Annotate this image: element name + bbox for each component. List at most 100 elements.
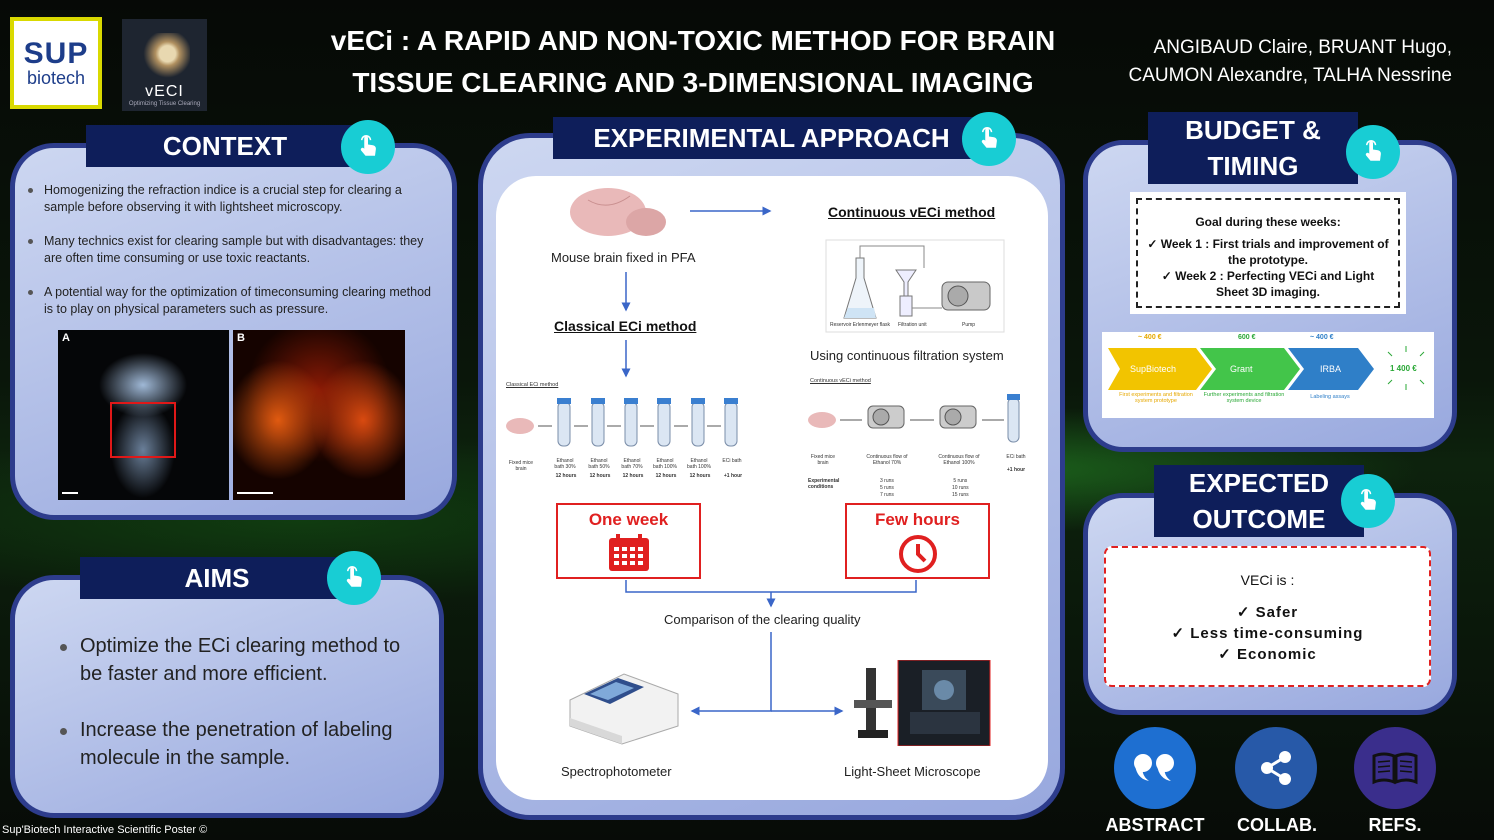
- authors-line1: ANGIBAUD Claire, BRUANT Hugo,: [1153, 37, 1452, 58]
- context-bullet: Many technics exist for clearing sample …: [16, 233, 436, 267]
- budget-header: BUDGET & TIMING: [1148, 112, 1358, 184]
- image-a-label: A: [62, 332, 70, 344]
- veci-logo-name: vECI: [145, 83, 184, 100]
- outcome-item: ✓ Economic: [1218, 646, 1317, 663]
- experimental-card: Mouse brain fixed in PFA Classical ECi m…: [496, 176, 1048, 800]
- classical-steps-illustration: [506, 398, 738, 447]
- footer-credit: Sup'Biotech Interactive Scientific Poste…: [2, 824, 208, 836]
- goal-week1: ✓ Week 1 : First trials and improvement …: [1147, 237, 1389, 267]
- brain-image-a: A: [58, 330, 229, 500]
- refs-button[interactable]: [1354, 727, 1436, 809]
- classical-step-label: ECi bath: [722, 458, 742, 464]
- timing-goals-inner: Goal during these weeks: ✓ Week 1 : Firs…: [1136, 198, 1400, 308]
- brain-image-b: B: [233, 330, 405, 500]
- comparison-caption: Comparison of the clearing quality: [664, 612, 861, 627]
- abstract-button[interactable]: [1114, 727, 1196, 809]
- budget-source-note: First experiments and filtration system …: [1119, 392, 1193, 404]
- outcome-interactive-button[interactable]: [1341, 474, 1395, 528]
- condition-value: 5 runs: [880, 485, 894, 491]
- classical-step-time: 12 hours: [622, 473, 644, 479]
- collab-button[interactable]: [1235, 727, 1317, 809]
- light-sheet-microscope-illustration: [854, 660, 991, 746]
- classical-step-time: 12 hours: [689, 473, 711, 479]
- logo-line2: biotech: [26, 68, 86, 88]
- spectrophotometer-caption: Spectrophotometer: [561, 764, 672, 779]
- aims-bullets: Optimize the ECi clearing method to be f…: [52, 632, 422, 800]
- continuous-steps-illustration: [808, 394, 1020, 443]
- authors: ANGIBAUD Claire, BRUANT Hugo, CAUMON Ale…: [1090, 34, 1452, 90]
- classical-step-time: 12 hours: [589, 473, 611, 479]
- classical-step-label: Fixed mice brain: [508, 460, 534, 472]
- outcome-item: ✓ Less time-consuming: [1171, 625, 1364, 642]
- budget-source-name: SupBiotech: [1130, 364, 1177, 374]
- budget-interactive-button[interactable]: [1346, 125, 1400, 179]
- budget-source-note: Labeling assays: [1310, 394, 1350, 400]
- continuous-step-label: Fixed mice brain: [810, 454, 836, 466]
- continuous-method-title: Continuous vECi method: [828, 204, 996, 220]
- mouse-brain-caption: Mouse brain fixed in PFA: [551, 250, 696, 265]
- roi-box: [110, 402, 176, 458]
- mouse-brain-illustration: [570, 188, 666, 236]
- context-bullet: A potential way for the optimization of …: [16, 284, 436, 318]
- experimental-header: EXPERIMENTAL APPROACH: [553, 117, 990, 159]
- flow-connectors: [621, 206, 917, 716]
- budget-total: 1 400 €: [1390, 364, 1417, 373]
- condition-value: 15 runs: [952, 492, 969, 498]
- collab-label[interactable]: COLLAB.: [1237, 815, 1317, 835]
- aims-bullet: Increase the penetration of labeling mol…: [52, 716, 422, 772]
- hand-pointer-icon: [360, 134, 376, 156]
- book-icon: [1372, 752, 1418, 785]
- logo-line1: SUP: [23, 37, 89, 70]
- context-bullet: Homogenizing the refraction indice is a …: [16, 182, 436, 216]
- budget-amount: 600 €: [1238, 334, 1256, 341]
- classical-step-time: 12 hours: [555, 473, 577, 479]
- continuous-small-title: Continuous vECi method: [810, 378, 871, 384]
- classical-step-label: Ethanol bath 50%: [588, 458, 610, 470]
- condition-value: 3 runs: [880, 478, 894, 484]
- outcome-list: ✓ Safer ✓ Less time-consuming ✓ Economic: [1106, 602, 1429, 665]
- classical-step-label: Ethanol bath 100%: [653, 458, 677, 470]
- context-header: CONTEXT: [86, 125, 364, 167]
- supbiotech-logo: SUP biotech: [10, 17, 102, 109]
- hand-pointer-icon: [1360, 488, 1376, 510]
- budget-amount: ~ 400 €: [1310, 334, 1334, 341]
- aims-interactive-button[interactable]: [327, 551, 381, 605]
- continuous-step-label: Continuous flow of Ethanol 100%: [938, 454, 980, 466]
- title-line2: TISSUE CLEARING AND 3-DIMENSIONAL IMAGIN…: [352, 67, 1034, 98]
- outcome-box: VECi is : ✓ Safer ✓ Less time-consuming …: [1104, 546, 1431, 687]
- experimental-interactive-button[interactable]: [962, 112, 1016, 166]
- budget-chevrons: [1108, 348, 1374, 390]
- title-line1: vECi : A RAPID AND NON-TOXIC METHOD FOR …: [330, 25, 1056, 56]
- aims-panel: [10, 575, 444, 818]
- aims-bullet: Optimize the ECi clearing method to be f…: [52, 632, 422, 688]
- context-interactive-button[interactable]: [341, 120, 395, 174]
- scale-bar: [62, 492, 78, 494]
- outcome-header-line1: EXPECTED: [1188, 468, 1330, 498]
- continuous-step-label: Continuous flow of Ethanol 70%: [866, 454, 908, 466]
- refs-label[interactable]: REFS.: [1368, 815, 1422, 835]
- hand-pointer-icon: [1365, 139, 1381, 161]
- conditions-label: Experimental conditions: [808, 478, 840, 490]
- classical-step-label: Ethanol bath 100%: [687, 458, 711, 470]
- outcome-item: ✓ Safer: [1236, 604, 1299, 621]
- condition-value: 10 runs: [952, 485, 969, 491]
- outcome-header-line2: OUTCOME: [1192, 504, 1326, 534]
- timing-goals-box: Goal during these weeks: ✓ Week 1 : Firs…: [1130, 192, 1406, 314]
- classical-step-label: Ethanol bath 70%: [621, 458, 643, 470]
- condition-value: 7 runs: [880, 492, 894, 498]
- classical-step-time: +1 hour: [723, 473, 743, 479]
- budget-header-line1: BUDGET &: [1185, 115, 1321, 145]
- veci-logo: vECI Optimizing Tissue Clearing: [122, 19, 207, 111]
- abstract-label[interactable]: ABSTRACT: [1105, 815, 1205, 835]
- filtration-caption: Using continuous filtration system: [810, 348, 1004, 363]
- few-hours-label: Few hours: [874, 510, 960, 529]
- budget-source-note: Further experiments and filtration syste…: [1203, 392, 1285, 404]
- classical-step-label: Ethanol bath 30%: [554, 458, 576, 470]
- hand-pointer-icon: [346, 565, 362, 587]
- one-week-label: One week: [588, 510, 669, 529]
- continuous-step-label: ECi bath: [1006, 454, 1026, 460]
- conditions-column: 5 runs 10 runs 15 runs: [952, 478, 969, 499]
- filtration-label: Pump: [962, 322, 976, 328]
- filtration-label: Filtration unit: [898, 322, 927, 328]
- condition-value: 5 runs: [953, 478, 968, 484]
